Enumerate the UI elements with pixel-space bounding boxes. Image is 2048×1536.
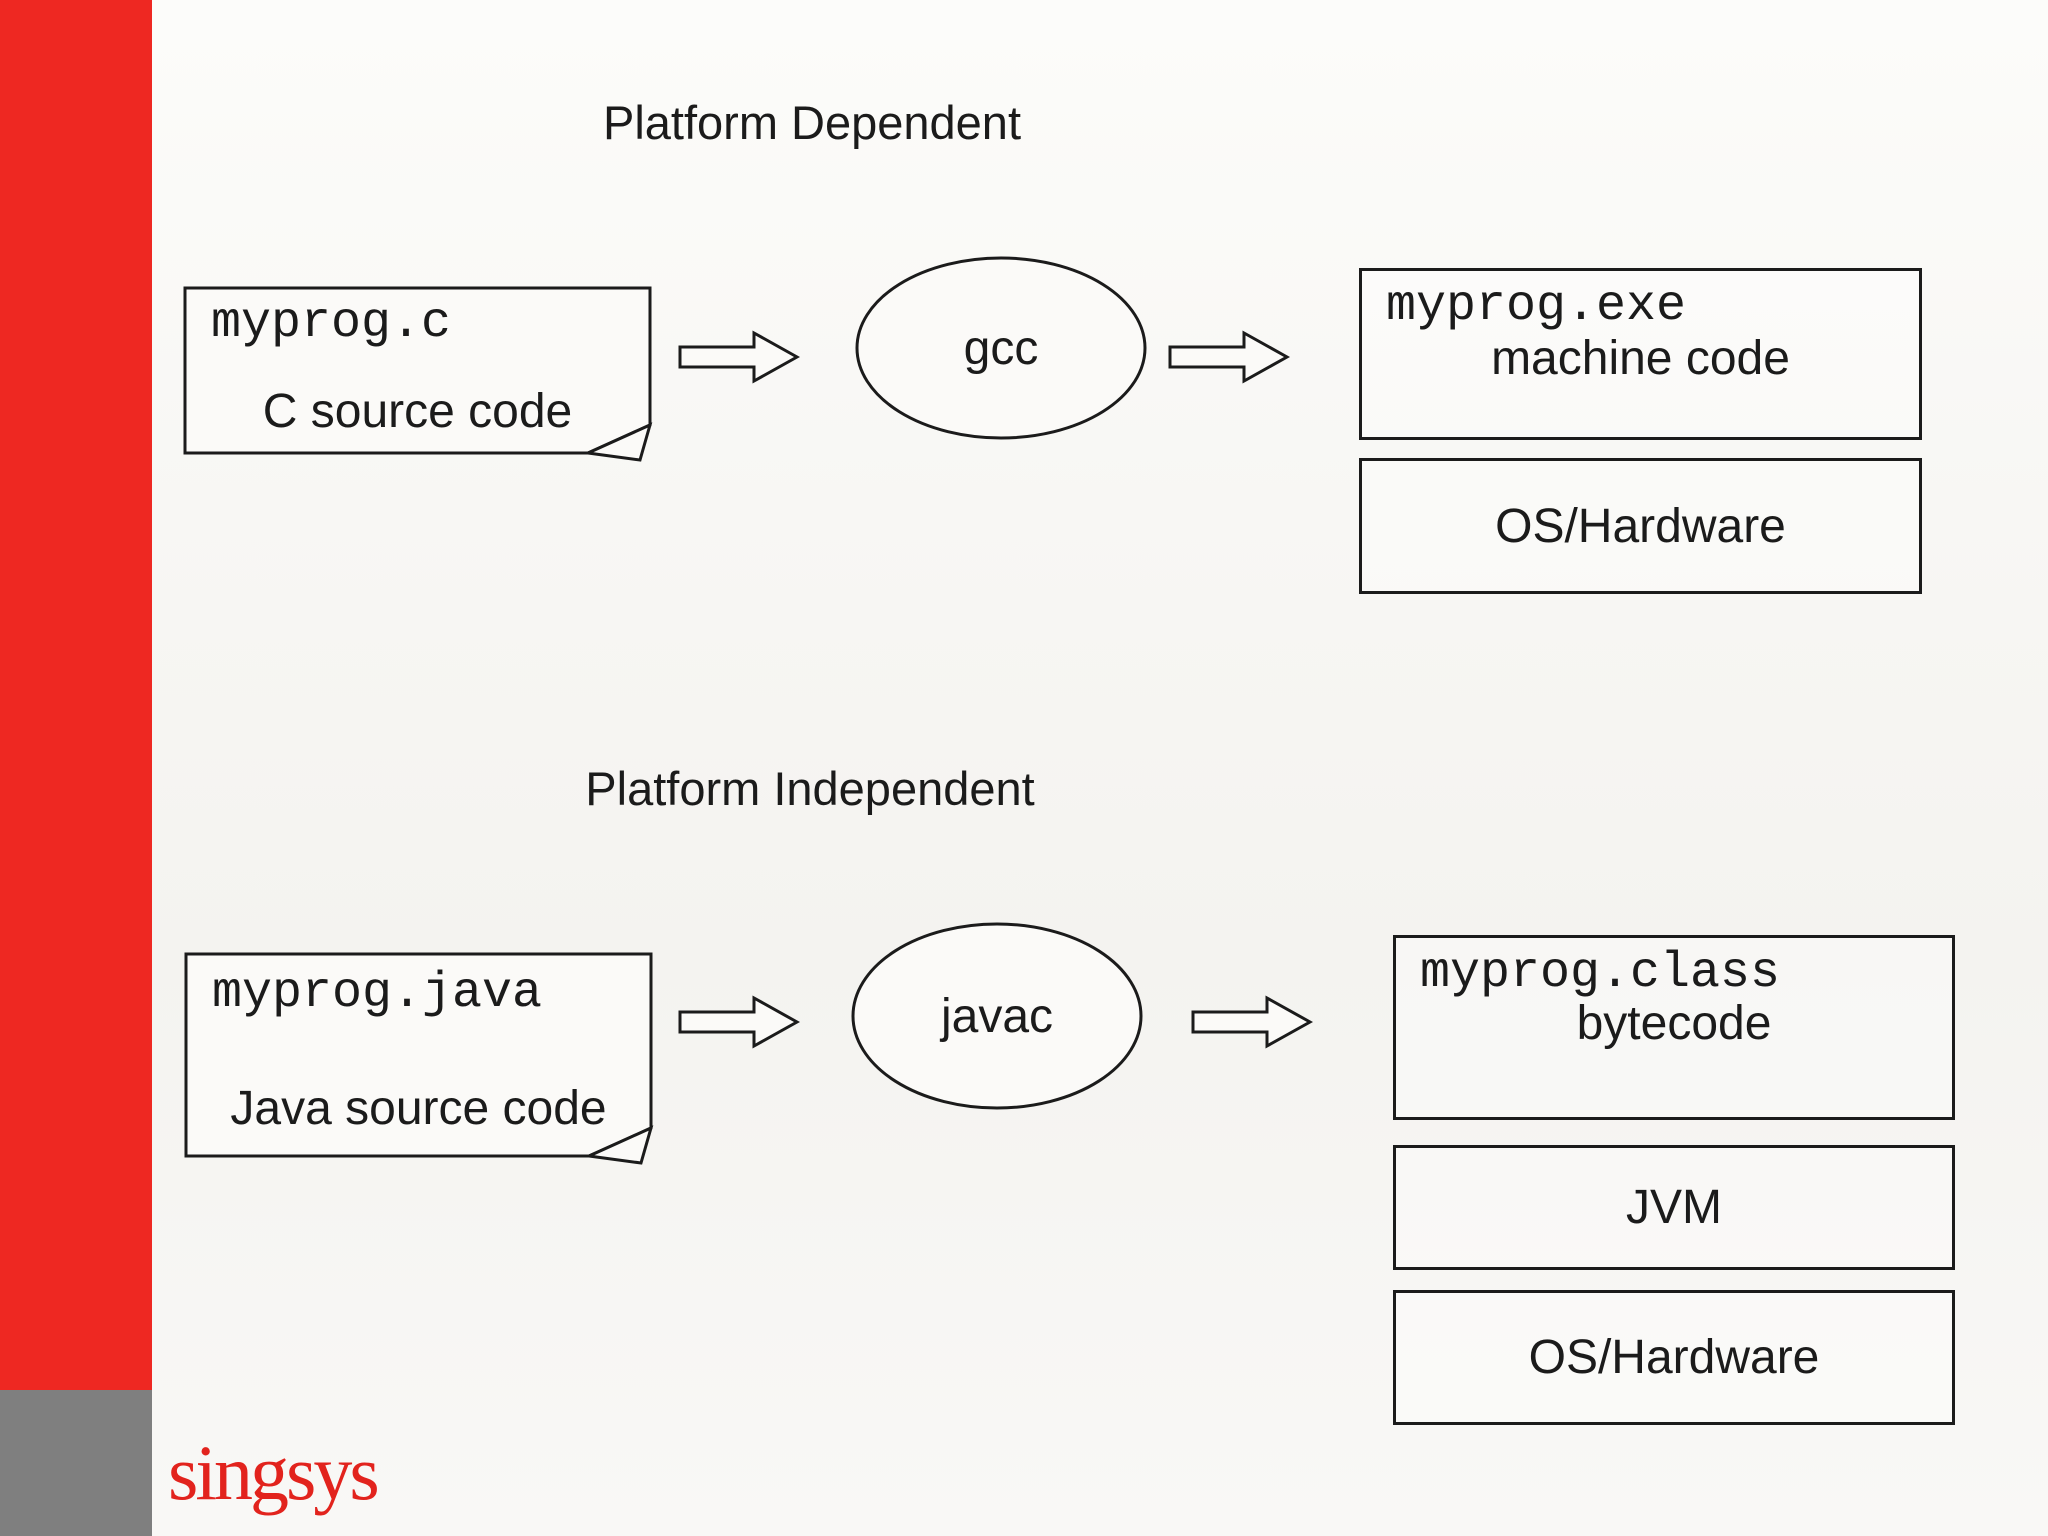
document-fold-icon (183, 286, 653, 462)
output-box-exe: myprog.exe machine code (1359, 268, 1922, 440)
compiler-label-javac: javac (940, 989, 1054, 1043)
compiler-ellipse-javac: javac (849, 920, 1145, 1112)
c-source-document-shape: myprog.c C source code (183, 286, 653, 462)
stack-box-jvm: JVM (1393, 1145, 1955, 1270)
company-logo: singsys (168, 1429, 380, 1516)
stack-box-os-hardware-top: OS/Hardware (1359, 458, 1922, 594)
stack-box-os-hardware-bottom: OS/Hardware (1393, 1290, 1955, 1425)
output-box-class: myprog.class bytecode (1393, 935, 1955, 1120)
compiler-label-gcc: gcc (963, 321, 1039, 375)
section-title-platform-dependent: Platform Dependent (602, 96, 1022, 149)
compiler-ellipse-gcc: gcc (853, 254, 1149, 442)
document-fold-icon (184, 952, 654, 1165)
class-caption: bytecode (1576, 997, 1772, 1050)
stack-label: OS/Hardware (1528, 1331, 1820, 1384)
java-source-filename: myprog.java (212, 965, 543, 1022)
class-filename: myprog.class (1420, 945, 1781, 1002)
exe-caption: machine code (1491, 332, 1790, 385)
c-source-caption: C source code (262, 385, 573, 439)
section-title-platform-independent: Platform Independent (585, 762, 1035, 815)
exe-filename: myprog.exe (1386, 278, 1687, 335)
right-block-arrow-icon (1191, 995, 1313, 1049)
stack-label: OS/Hardware (1495, 499, 1786, 553)
java-source-document-shape: myprog.java Java source code (184, 952, 654, 1165)
stack-label: JVM (1626, 1181, 1722, 1234)
left-footer-square (0, 1390, 152, 1536)
java-source-caption: Java source code (230, 1082, 607, 1136)
ellipse-outline-icon (851, 922, 1143, 1110)
right-block-arrow-icon (1168, 330, 1290, 384)
left-accent-bar (0, 0, 152, 1390)
right-block-arrow-icon (678, 995, 800, 1049)
right-block-arrow-icon (678, 330, 800, 384)
ellipse-outline-icon (855, 256, 1147, 440)
c-source-filename: myprog.c (211, 295, 452, 352)
